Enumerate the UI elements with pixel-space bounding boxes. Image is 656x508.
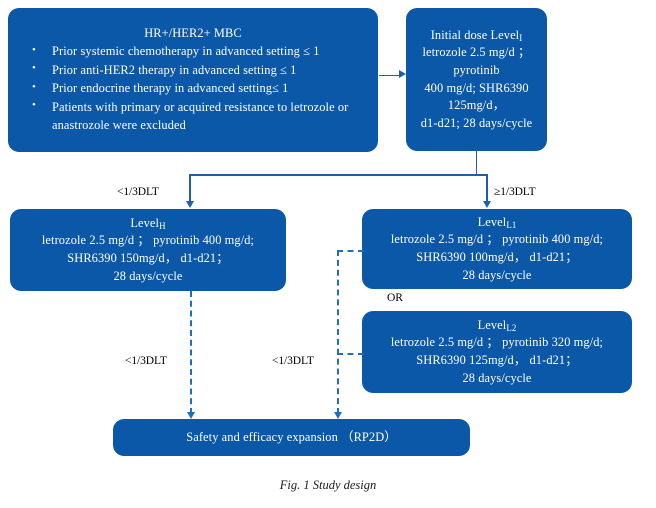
node-level-l2: LevelL2 letrozole 2.5 mg/d ； pyrotinib 3… bbox=[362, 311, 632, 393]
arrowhead-to-level-h bbox=[185, 201, 194, 208]
initial-dose-line-3: d1-d21; 28 days/cycle bbox=[420, 115, 533, 130]
dashed-stub-level-l2 bbox=[337, 353, 364, 355]
level-h-line-3: 28 days/cycle bbox=[113, 268, 183, 283]
arrowhead-right-to-expansion bbox=[334, 412, 342, 419]
dashed-connector-level-h-to-expansion bbox=[190, 291, 192, 414]
connector-initial-dose-stem bbox=[475, 151, 478, 175]
connector-branch-left bbox=[189, 174, 191, 203]
level-l1-line-1: letrozole 2.5 mg/d ； pyrotinib 400 mg/d; bbox=[390, 232, 604, 247]
node-expansion: Safety and efficacy expansion （RP2D） bbox=[113, 419, 470, 456]
node-eligibility: HR+/HER2+ MBC Prior systemic chemotherap… bbox=[8, 8, 378, 152]
eligibility-bullet-list: Prior systemic chemotherapy in advanced … bbox=[12, 43, 374, 135]
level-h-line-1: letrozole 2.5 mg/d ； pyrotinib 400 mg/d; bbox=[41, 233, 255, 248]
label-dlt-low-bottom-left: <1/3DLT bbox=[125, 355, 167, 367]
list-item: Prior endocrine therapy in advanced sett… bbox=[26, 80, 364, 98]
level-l2-line-2: SHR6390 125mg/d， d1-d21； bbox=[416, 353, 578, 367]
label-or: OR bbox=[387, 292, 403, 304]
label-dlt-low-left: <1/3DLT bbox=[117, 186, 159, 198]
connector-split-bar bbox=[189, 174, 487, 176]
label-dlt-low-bottom-right: <1/3DLT bbox=[272, 355, 314, 367]
arrowhead-level-h-to-expansion bbox=[187, 412, 195, 419]
label-dlt-high-right: ≥1/3DLT bbox=[494, 186, 536, 198]
level-l1-line-3: 28 days/cycle bbox=[462, 267, 532, 282]
arrowhead-to-level-l1 bbox=[482, 201, 491, 208]
list-item: Patients with primary or acquired resist… bbox=[26, 98, 364, 135]
eligibility-title: HR+/HER2+ MBC bbox=[144, 25, 242, 40]
arrowhead-to-initial-dose bbox=[399, 70, 406, 78]
dashed-stub-level-l1 bbox=[337, 250, 364, 252]
dashed-connector-right-to-expansion bbox=[337, 250, 339, 414]
node-level-h: LevelH letrozole 2.5 mg/d ； pyrotinib 40… bbox=[10, 209, 286, 291]
node-initial-dose: Initial dose LevelI letrozole 2.5 mg/d ；… bbox=[406, 8, 547, 151]
node-level-l1: LevelL1 letrozole 2.5 mg/d ； pyrotinib 4… bbox=[362, 209, 632, 289]
level-l2-line-1: letrozole 2.5 mg/d ； pyrotinib 320 mg/d; bbox=[390, 335, 604, 350]
initial-dose-line-2: 400 mg/d; SHR6390 125mg/d， bbox=[424, 80, 529, 113]
initial-dose-title: Initial dose LevelI bbox=[430, 27, 523, 43]
connector-branch-right bbox=[486, 174, 488, 203]
initial-dose-line-1: letrozole 2.5 mg/d ； pyrotinib bbox=[422, 45, 531, 77]
level-h-title: LevelH bbox=[130, 215, 166, 231]
level-l2-line-3: 28 days/cycle bbox=[462, 370, 532, 385]
list-item: Prior anti-HER2 therapy in advanced sett… bbox=[26, 61, 364, 80]
expansion-label: Safety and efficacy expansion （RP2D） bbox=[186, 429, 397, 444]
list-item: Prior systemic chemotherapy in advanced … bbox=[26, 43, 364, 61]
level-l1-line-2: SHR6390 100mg/d， d1-d21； bbox=[416, 250, 578, 264]
figure-caption: Fig. 1 Study design bbox=[279, 478, 377, 492]
level-l1-title: LevelL1 bbox=[477, 214, 517, 230]
level-l2-title: LevelL2 bbox=[477, 317, 517, 333]
level-h-line-2: SHR6390 150mg/d， d1-d21； bbox=[67, 251, 229, 265]
connector-eligibility-to-initial bbox=[379, 74, 400, 77]
